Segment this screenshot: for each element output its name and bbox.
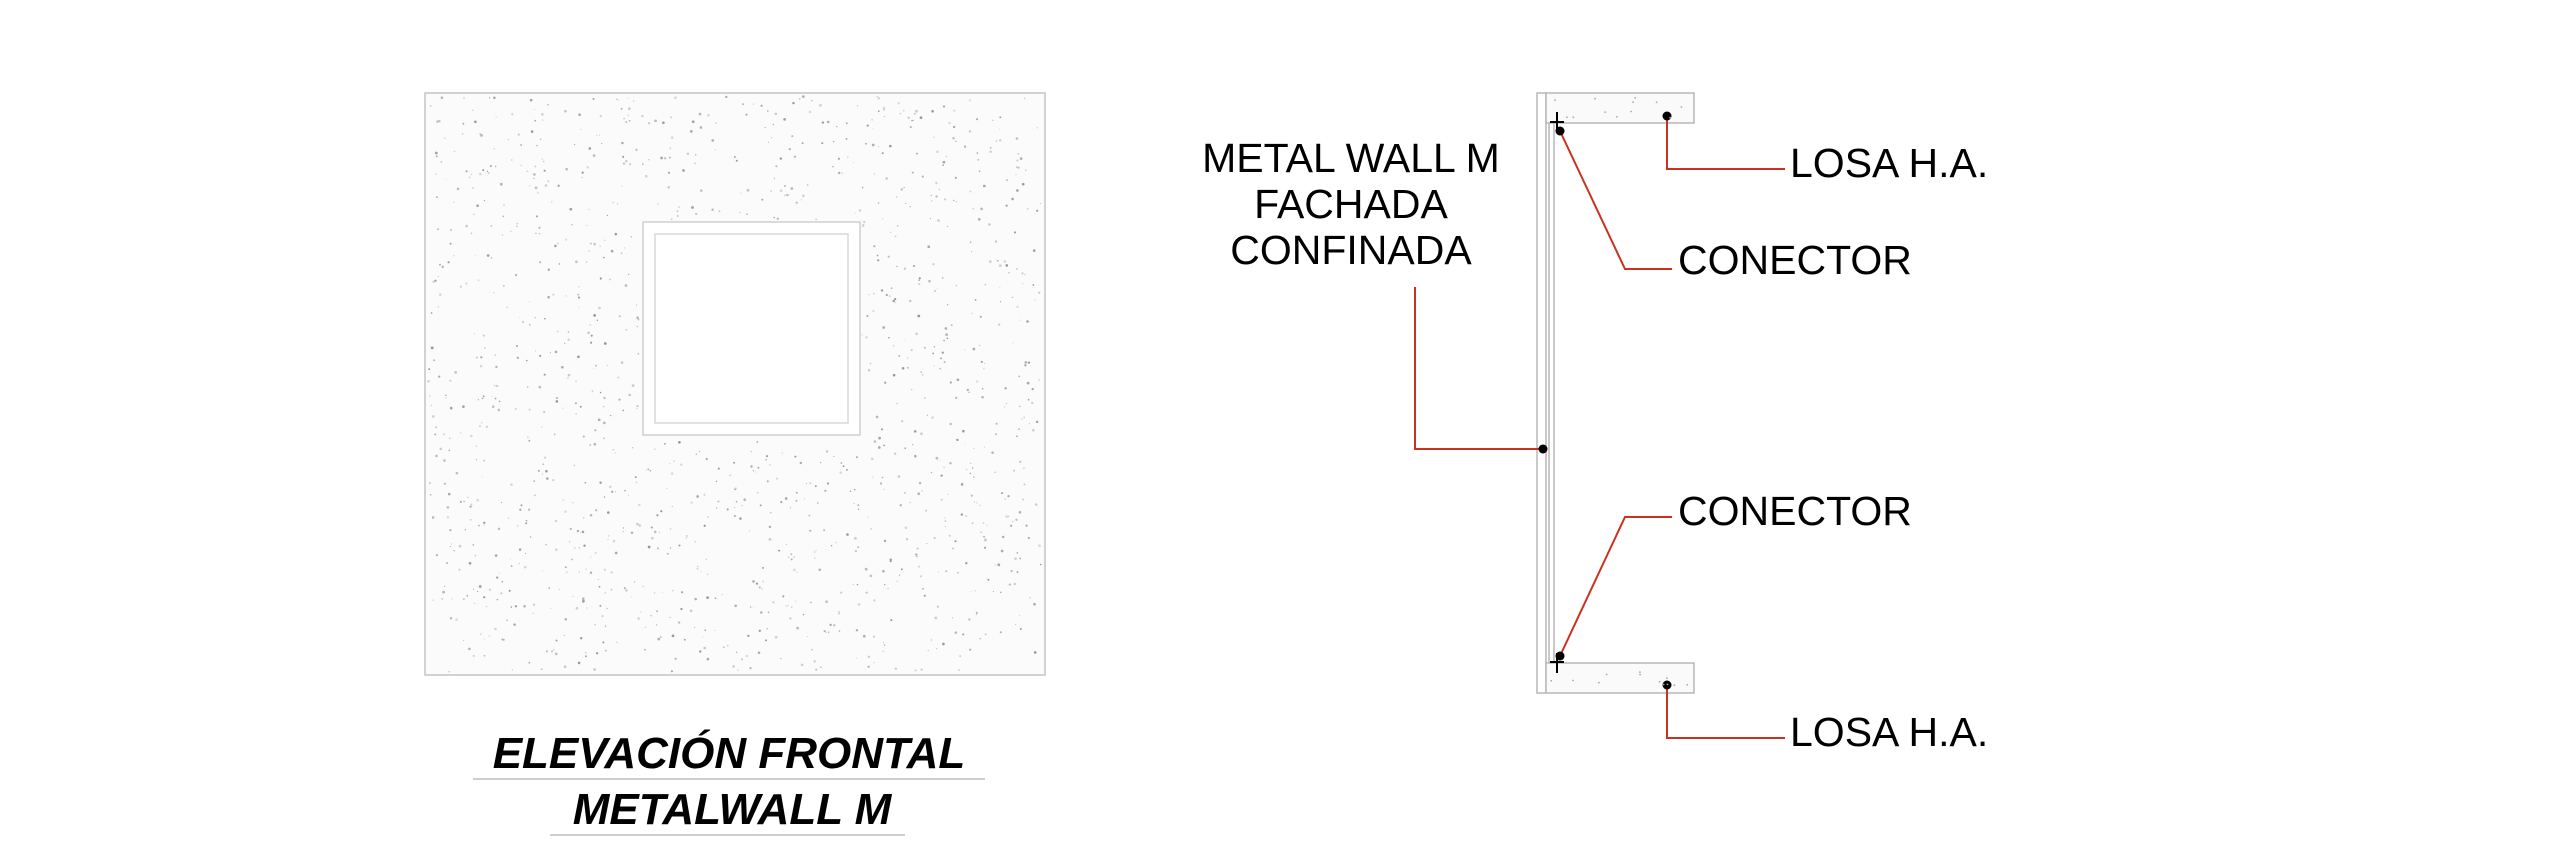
wall-label-line1: METAL WALL M xyxy=(1202,135,1500,181)
leader-wall xyxy=(1414,287,1542,450)
wall-label-line2: FACHADA xyxy=(1254,181,1448,227)
connector-bottom-label: CONECTOR xyxy=(1678,488,1912,534)
connector-top-label: CONECTOR xyxy=(1678,237,1912,283)
front-elevation: ELEVACIÓN FRONTAL METALWALL M xyxy=(424,92,1046,836)
slab-bottom-label: LOSA H.A. xyxy=(1790,709,1988,755)
elevation-title-line2: METALWALL M xyxy=(573,785,893,834)
slab-bottom xyxy=(1545,662,1695,694)
slab-top-label: LOSA H.A. xyxy=(1790,140,1988,186)
leader-connector-bottom xyxy=(1559,516,1672,657)
dot-wall xyxy=(1538,444,1548,454)
dot-connector-bottom xyxy=(1555,651,1565,661)
wall-panel xyxy=(1536,92,1547,694)
concrete-texture xyxy=(427,95,1042,673)
leader-connector-top xyxy=(1559,130,1672,270)
slab-top xyxy=(1545,92,1695,124)
wall-label-line3: CONFINADA xyxy=(1230,227,1472,273)
section-detail: METAL WALL M FACHADA CONFINADA LOSA H.A.… xyxy=(1202,92,1988,755)
dot-slab-top xyxy=(1662,111,1672,121)
leader-slab-bottom xyxy=(1666,685,1785,739)
dot-connector-top xyxy=(1555,126,1565,136)
leader-slab-top xyxy=(1666,116,1785,170)
elevation-title-line1: ELEVACIÓN FRONTAL xyxy=(493,728,966,778)
window-frame-inner xyxy=(654,233,849,424)
